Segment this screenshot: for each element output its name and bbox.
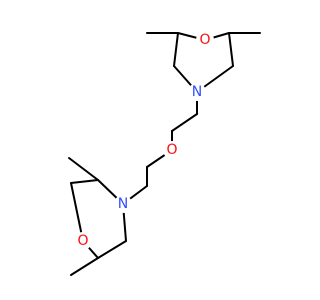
bond bbox=[70, 182, 84, 242]
bond bbox=[97, 240, 127, 259]
nitrogen-atom-bottom: N bbox=[118, 196, 128, 212]
oxygen-atom-linker: O bbox=[166, 142, 177, 158]
bond bbox=[171, 113, 198, 132]
nitrogen-atom-top: N bbox=[192, 84, 202, 100]
bond bbox=[173, 32, 179, 67]
atom-label-background bbox=[74, 232, 92, 250]
atom-label-background bbox=[114, 195, 132, 213]
atom-label-background bbox=[163, 141, 181, 159]
molecule-diagram: O N O N O bbox=[68, 31, 261, 276]
atom-layer: O N O N O bbox=[74, 31, 214, 250]
oxygen-atom-bottom: O bbox=[77, 233, 88, 249]
atom-label-background bbox=[188, 83, 206, 101]
bond bbox=[68, 157, 99, 181]
atom-label-background bbox=[196, 31, 214, 49]
bond bbox=[228, 32, 234, 67]
bond bbox=[70, 257, 99, 276]
oxygen-atom-top: O bbox=[199, 32, 210, 48]
bond bbox=[70, 179, 99, 184]
